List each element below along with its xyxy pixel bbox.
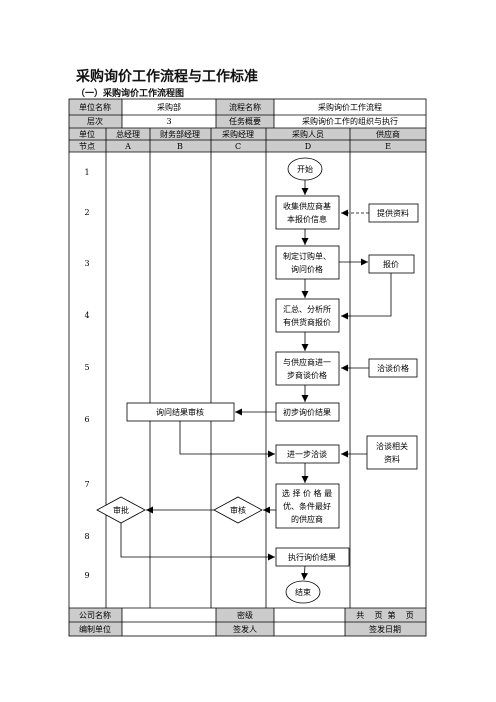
issue-date-label: 签发日期 [369, 624, 401, 634]
summary-label: 任务概要 [229, 116, 261, 126]
document-title: 采购询价工作流程与工作标准 [76, 69, 258, 85]
price-talk-label-1: 与供应商进一 [283, 357, 331, 367]
select-supplier-label-3: 的供应商 [291, 514, 323, 524]
row-number: 9 [84, 571, 89, 580]
company-label: 公司名称 [79, 610, 111, 620]
row-number: 8 [84, 532, 89, 541]
initial-result-label: 初步询价结果 [283, 407, 331, 417]
order-inquiry-label-2: 询问价格 [291, 264, 323, 274]
approve-label: 审批 [113, 505, 129, 515]
review-result-label: 询问结果审核 [156, 407, 204, 417]
document-subtitle: （一）采购询价工作流程图 [76, 89, 185, 99]
lane-headers: 单位 总经理 财务部经理 采购经理 采购人员 供应商 节点 A B C D E [79, 129, 400, 151]
step-collect-info [275, 195, 340, 230]
header-shading [69, 99, 426, 636]
secret-level-label: 密级 [237, 610, 253, 620]
process-name-value: 采购询价工作流程 [318, 102, 382, 112]
collect-info-label-2: 本报价信息 [287, 214, 327, 224]
unit-name-label: 单位名称 [79, 102, 111, 112]
row-numbers: 1 2 3 4 5 6 7 8 9 [84, 168, 89, 580]
summarize-label-2: 有供货商报价 [283, 317, 331, 327]
node-label: 节点 [79, 142, 95, 151]
step-execute-result [275, 547, 350, 567]
level-label: 层次 [87, 116, 103, 126]
lane-name-b: 财务部经理 [160, 129, 200, 139]
lane-code-e: E [385, 142, 391, 151]
row-number: 5 [84, 363, 89, 372]
negotiation-info-label-2: 资料 [384, 454, 400, 464]
select-supplier-label-1: 选 择 价 格 最 [282, 488, 332, 498]
audit-label: 审核 [230, 505, 246, 515]
lane-name-d: 采购人员 [292, 129, 324, 139]
flow-labels: 开始 收集供应商基 本报价信息 提供资料 制定订购单、 询问价格 报价 汇总、分… [113, 164, 409, 597]
order-inquiry-label-1: 制定订购单、 [283, 251, 331, 261]
row-number: 3 [84, 259, 89, 268]
summarize-label-1: 汇总、分析所 [283, 304, 331, 314]
issuer-label: 签发人 [233, 624, 257, 634]
lane-code-a: A [124, 142, 131, 151]
quote-label: 报价 [383, 259, 399, 269]
header-table: 单位名称 采购部 流程名称 采购询价工作流程 层次 3 任务概要 采购询价工作的… [79, 102, 398, 126]
unit-name-value: 采购部 [157, 102, 181, 112]
lane-code-b: B [177, 142, 183, 151]
row-number: 2 [84, 208, 89, 217]
step-summarize-quotes [275, 298, 340, 333]
flow-shapes [96, 157, 419, 604]
summary-value: 采购询价工作的组织与执行 [302, 116, 398, 126]
end-label: 结束 [295, 587, 311, 597]
lane-name-e: 供应商 [376, 129, 400, 139]
negotiate-price-label: 洽谈价格 [377, 363, 409, 373]
step-further-negotiation [275, 444, 340, 464]
row-number: 7 [84, 480, 89, 489]
lane-code-d: D [305, 142, 311, 151]
lane-name-a: 总经理 [116, 129, 140, 139]
flow-connectors [120, 180, 392, 581]
negotiation-info-label-1: 洽谈相关 [376, 441, 408, 451]
end-node [285, 580, 321, 604]
row-number: 4 [84, 311, 89, 320]
lane-code-c: C [235, 142, 241, 151]
price-talk-label-2: 步商谈价格 [287, 370, 327, 380]
step-further-price-talk [275, 351, 340, 386]
select-supplier-label-2: 优、条件最好 [283, 501, 331, 511]
execute-result-label: 执行询价结果 [288, 552, 336, 562]
step-order-inquiry [275, 245, 340, 280]
provide-info-label: 提供资料 [377, 208, 409, 218]
decision-audit [213, 496, 263, 524]
start-label: 开始 [297, 164, 313, 174]
step-negotiation-info [366, 435, 418, 470]
further-negotiation-label: 进一步洽谈 [287, 449, 327, 459]
step-quote [368, 254, 415, 274]
process-name-label: 流程名称 [229, 102, 261, 112]
unit-label: 单位 [79, 129, 95, 139]
step-review-result [126, 402, 235, 422]
row-number: 1 [84, 168, 89, 177]
row-number: 6 [84, 415, 89, 424]
step-select-supplier [275, 483, 340, 529]
lane-name-c: 采购经理 [222, 129, 254, 139]
editor-label: 编制单位 [79, 624, 111, 634]
page-count: 共 页 第 页 [356, 610, 413, 620]
level-value: 3 [166, 117, 171, 126]
table-grid [68, 98, 427, 637]
collect-info-label-1: 收集供应商基 [283, 201, 331, 211]
footer-table: 公司名称 密级 共 页 第 页 编制单位 签发人 签发日期 [79, 610, 414, 634]
